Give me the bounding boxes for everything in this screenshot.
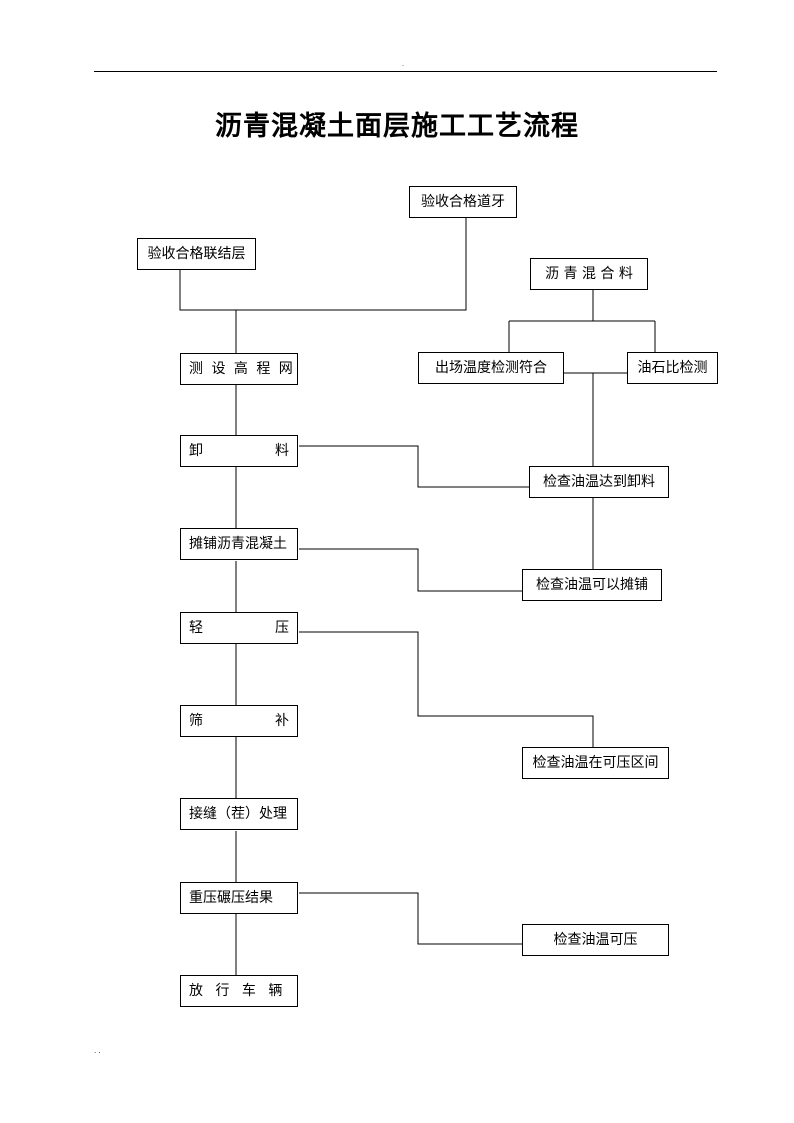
connector-recompaction-to-check xyxy=(299,892,522,945)
header-rule xyxy=(94,71,717,72)
node-exit-temperature-check: 出场温度检测符合 xyxy=(418,352,564,384)
connector-tack-to-survey xyxy=(179,270,237,354)
node-paving: 摊铺沥青混凝土 xyxy=(180,528,298,560)
node-temp-check-unload: 检查油温达到卸料 xyxy=(529,466,669,498)
node-light-compaction: 轻 压 xyxy=(180,612,298,644)
node-recompaction: 重压碾压结果 xyxy=(180,882,298,914)
node-temp-check-paving: 检查油温可以摊铺 xyxy=(522,569,662,601)
connector-curb-to-survey xyxy=(236,218,467,311)
node-patching: 筛 补 xyxy=(180,705,298,737)
node-release-traffic: 放 行 车 辆 xyxy=(180,975,298,1007)
node-joint-treatment: 接缝（茬）处理 xyxy=(180,798,298,830)
node-unload: 卸 料 xyxy=(180,435,298,467)
node-survey-elevation: 测 设 高 程 网 xyxy=(180,353,298,385)
node-asphalt-ratio-check: 油石比检测 xyxy=(627,352,718,384)
node-asphalt-mix: 沥 青 混 合 料 xyxy=(530,258,648,290)
footer-mark: . . xyxy=(94,1047,101,1055)
header-mark: . xyxy=(402,61,404,68)
connector-paving-to-check xyxy=(299,548,522,592)
node-accept-tack-layer: 验收合格联结层 xyxy=(137,238,256,270)
connector-light-to-check xyxy=(299,631,594,748)
node-temp-check-range: 检查油温在可压区间 xyxy=(522,747,669,779)
connector-unload-to-check xyxy=(299,445,529,488)
page-title: 沥青混凝土面层施工工艺流程 xyxy=(215,111,579,142)
node-temp-check-compact: 检查油温可压 xyxy=(522,924,669,956)
node-accept-curb: 验收合格道牙 xyxy=(409,186,517,218)
